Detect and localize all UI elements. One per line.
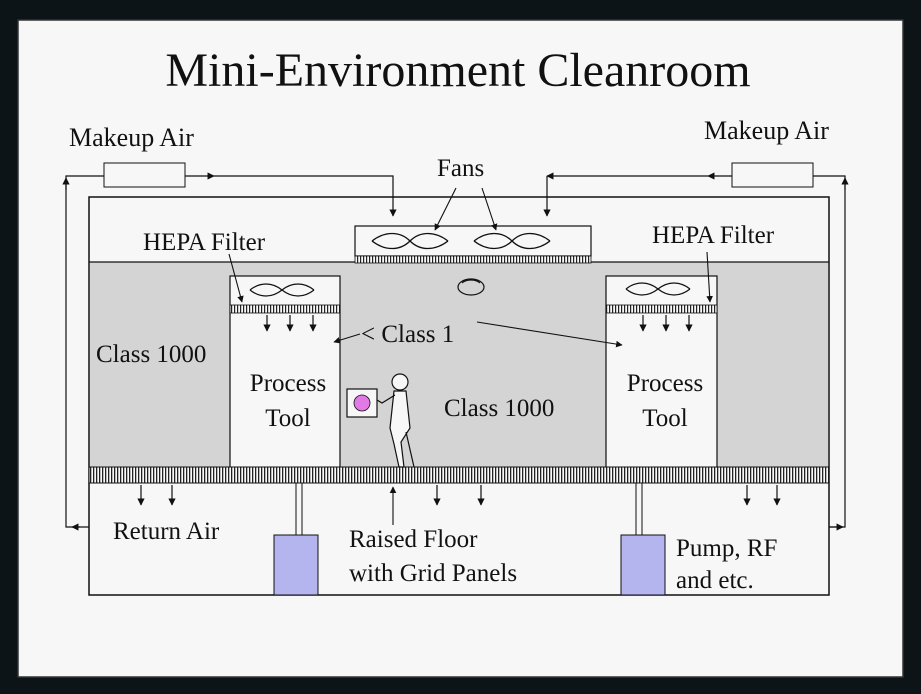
fan-icon — [371, 232, 449, 250]
page-title: Mini-Environment Cleanroom — [165, 44, 750, 97]
makeup-air-right-label: Makeup Air — [704, 116, 829, 145]
hepa-filter-right — [605, 304, 718, 314]
pump-box-right — [620, 534, 666, 596]
process-tool-left-label-2: Tool — [265, 405, 311, 432]
hepa-filter-left-label: HEPA Filter — [143, 229, 266, 256]
process-tool-right-label-1: Process — [627, 370, 703, 397]
ceiling-filter — [354, 255, 592, 264]
floor-flow-arrows — [137, 485, 781, 506]
makeup-air-left-label: Makeup Air — [69, 123, 194, 152]
pump-box-left — [273, 534, 319, 596]
air-flow-lines — [62, 172, 849, 531]
wafer-icon — [353, 394, 371, 412]
makeup-air-unit-left — [103, 162, 186, 188]
leader-lines — [228, 187, 713, 525]
fans-label: Fans — [437, 155, 484, 182]
pump-label-1: Pump, RF — [676, 535, 777, 562]
circulation-icon — [457, 278, 485, 296]
process-tool-left-label-1: Process — [250, 370, 326, 397]
makeup-air-unit-right — [731, 162, 814, 188]
raised-floor-label-2: with Grid Panels — [349, 560, 517, 587]
return-air-label: Return Air — [113, 518, 220, 545]
raised-floor-label-1: Raised Floor — [349, 526, 478, 553]
hepa-filter-right-label: HEPA Filter — [652, 222, 775, 249]
fan-icon — [473, 232, 551, 250]
process-tool-right-label-2: Tool — [642, 405, 688, 432]
pump-label-2: and etc. — [676, 567, 754, 594]
raised-floor-grid — [88, 466, 830, 484]
fan-icon — [625, 282, 691, 296]
hepa-filter-left — [229, 304, 341, 314]
filter-flow-arrows — [263, 315, 693, 332]
support-leg-left — [295, 482, 303, 536]
class1000-left-label: Class 1000 — [96, 341, 206, 368]
fan-filter-unit — [354, 225, 592, 257]
fan-icon — [249, 283, 315, 297]
person-icon — [376, 373, 415, 468]
class1-label: < Class 1 — [361, 321, 454, 348]
class1000-center-label: Class 1000 — [444, 395, 554, 422]
support-leg-right — [635, 482, 643, 536]
